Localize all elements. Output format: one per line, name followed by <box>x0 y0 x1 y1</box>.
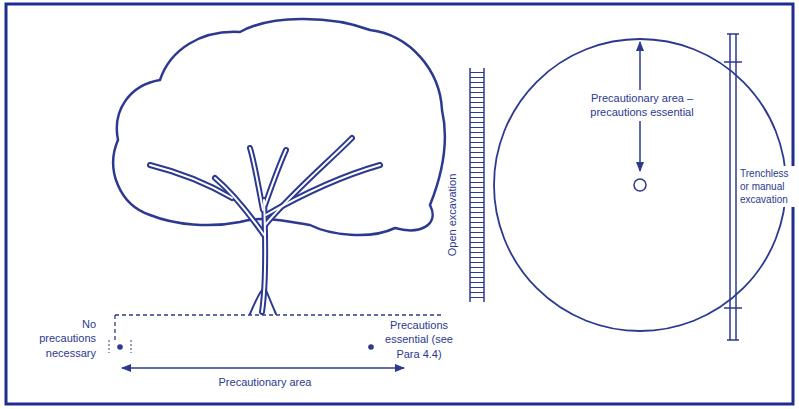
point-inside <box>368 344 374 350</box>
dimension-label: Precautionary area <box>165 375 365 389</box>
extent-arrow <box>122 367 404 369</box>
area-label: Precautionary area – precautions essenti… <box>575 90 709 121</box>
frame <box>6 4 793 404</box>
point-outside <box>117 344 123 350</box>
band-label: Open excavation <box>445 174 459 257</box>
note-text: No precautions necessary <box>28 317 96 360</box>
open-excavation-band <box>470 68 484 302</box>
boundary-line <box>114 315 115 342</box>
tree-trunk <box>150 138 380 314</box>
route-label: Trenchless or manual excavation <box>738 166 796 207</box>
band-edge <box>469 68 471 302</box>
tree-position <box>634 179 646 191</box>
note-text: Precautions essential (see Para 4.4) <box>378 318 460 361</box>
ground-line <box>115 314 442 315</box>
band-edge <box>483 68 485 302</box>
tree-canopy <box>113 19 445 235</box>
dashed-bracket <box>109 340 131 353</box>
